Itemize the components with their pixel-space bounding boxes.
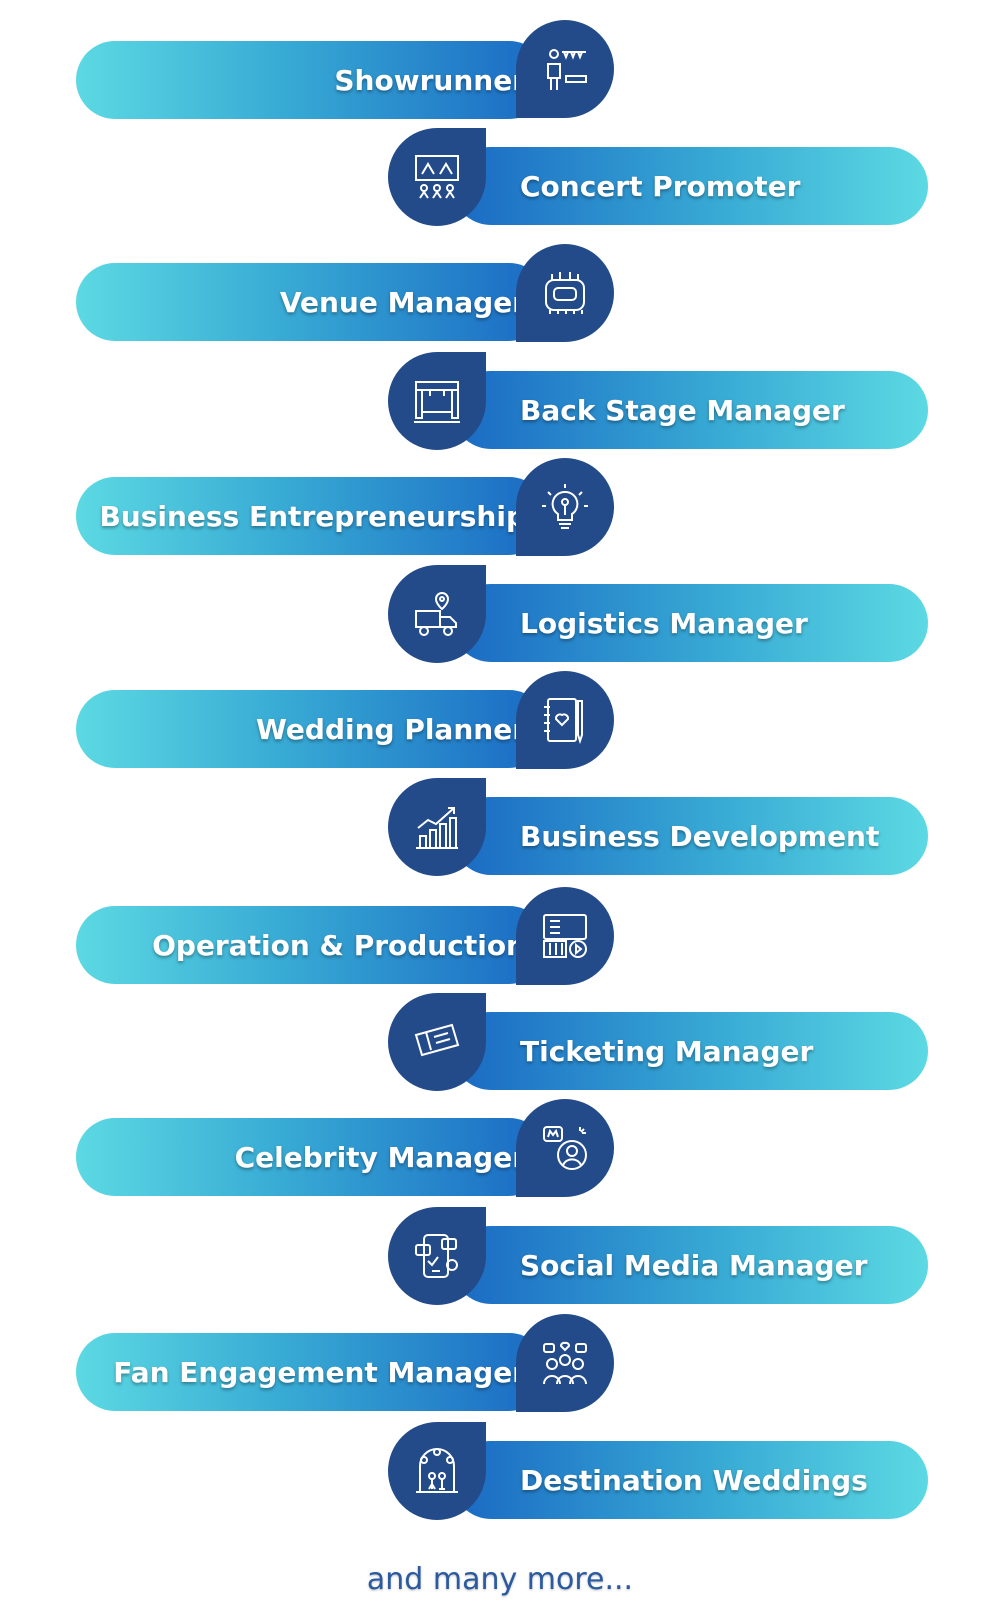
planner-notebook-icon bbox=[544, 698, 583, 745]
production-mixer-icon bbox=[543, 914, 587, 958]
role-pill-ticketing-manager: Ticketing Manager bbox=[452, 1012, 928, 1090]
idea-bulb-icon bbox=[542, 484, 588, 529]
concert-stage-icon bbox=[415, 155, 459, 199]
role-label: Venue Manager bbox=[279, 285, 526, 319]
role-label: Ticketing Manager bbox=[520, 1034, 814, 1068]
role-pill-back-stage-manager: Back Stage Manager bbox=[452, 371, 928, 449]
fan-group-icon bbox=[543, 1341, 587, 1385]
presenter-icon bbox=[547, 49, 587, 90]
delivery-truck-icon bbox=[415, 591, 457, 636]
role-badge bbox=[388, 1207, 486, 1305]
stadium-icon bbox=[545, 272, 585, 314]
wedding-arch-icon bbox=[416, 1448, 458, 1493]
role-label: Business Entrepreneurship bbox=[99, 499, 526, 533]
role-badge bbox=[388, 565, 486, 663]
role-pill-fan-engagement-manager: Fan Engagement Manager bbox=[76, 1333, 548, 1411]
role-pill-showrunner: Showrunner bbox=[76, 41, 548, 119]
role-pill-social-media-manager: Social Media Manager bbox=[452, 1226, 928, 1304]
smartphone-social-icon bbox=[415, 1234, 458, 1278]
role-badge bbox=[388, 352, 486, 450]
role-badge bbox=[516, 1099, 614, 1197]
role-badge bbox=[388, 1422, 486, 1520]
role-pill-celebrity-manager: Celebrity Manager bbox=[76, 1118, 548, 1196]
role-badge bbox=[388, 778, 486, 876]
role-pill-wedding-planner: Wedding Planner bbox=[76, 690, 548, 768]
role-pill-concert-promoter: Concert Promoter bbox=[452, 147, 928, 225]
role-label: Social Media Manager bbox=[520, 1248, 868, 1282]
role-pill-business-development: Business Development bbox=[452, 797, 928, 875]
role-pill-business-entrepreneurship: Business Entrepreneurship bbox=[76, 477, 548, 555]
role-label: Celebrity Manager bbox=[234, 1140, 526, 1174]
role-badge bbox=[388, 128, 486, 226]
role-badge bbox=[516, 1314, 614, 1412]
role-label: Wedding Planner bbox=[256, 712, 526, 746]
role-badge bbox=[516, 671, 614, 769]
role-badge bbox=[388, 993, 486, 1091]
role-badge bbox=[516, 20, 614, 118]
role-label: Back Stage Manager bbox=[520, 393, 845, 427]
role-label: Business Development bbox=[520, 819, 880, 853]
role-pill-operation-production: Operation & Production bbox=[76, 906, 548, 984]
role-label: Operation & Production bbox=[152, 928, 526, 962]
role-badge bbox=[516, 887, 614, 985]
celebrity-icon bbox=[543, 1126, 587, 1170]
ticket-icon bbox=[414, 1023, 460, 1057]
role-pill-destination-weddings: Destination Weddings bbox=[452, 1441, 928, 1519]
and-many-more-text: and many more... bbox=[366, 1562, 634, 1597]
role-badge bbox=[516, 458, 614, 556]
role-pill-venue-manager: Venue Manager bbox=[76, 263, 548, 341]
role-label: Fan Engagement Manager bbox=[113, 1355, 526, 1389]
role-badge bbox=[516, 244, 614, 342]
growth-chart-icon bbox=[416, 807, 458, 849]
stage-truss-icon bbox=[414, 381, 460, 423]
role-label: Concert Promoter bbox=[520, 169, 801, 203]
role-label: Destination Weddings bbox=[520, 1463, 868, 1497]
role-label: Logistics Manager bbox=[520, 606, 808, 640]
role-pill-logistics-manager: Logistics Manager bbox=[452, 584, 928, 662]
role-label: Showrunner bbox=[334, 63, 526, 97]
